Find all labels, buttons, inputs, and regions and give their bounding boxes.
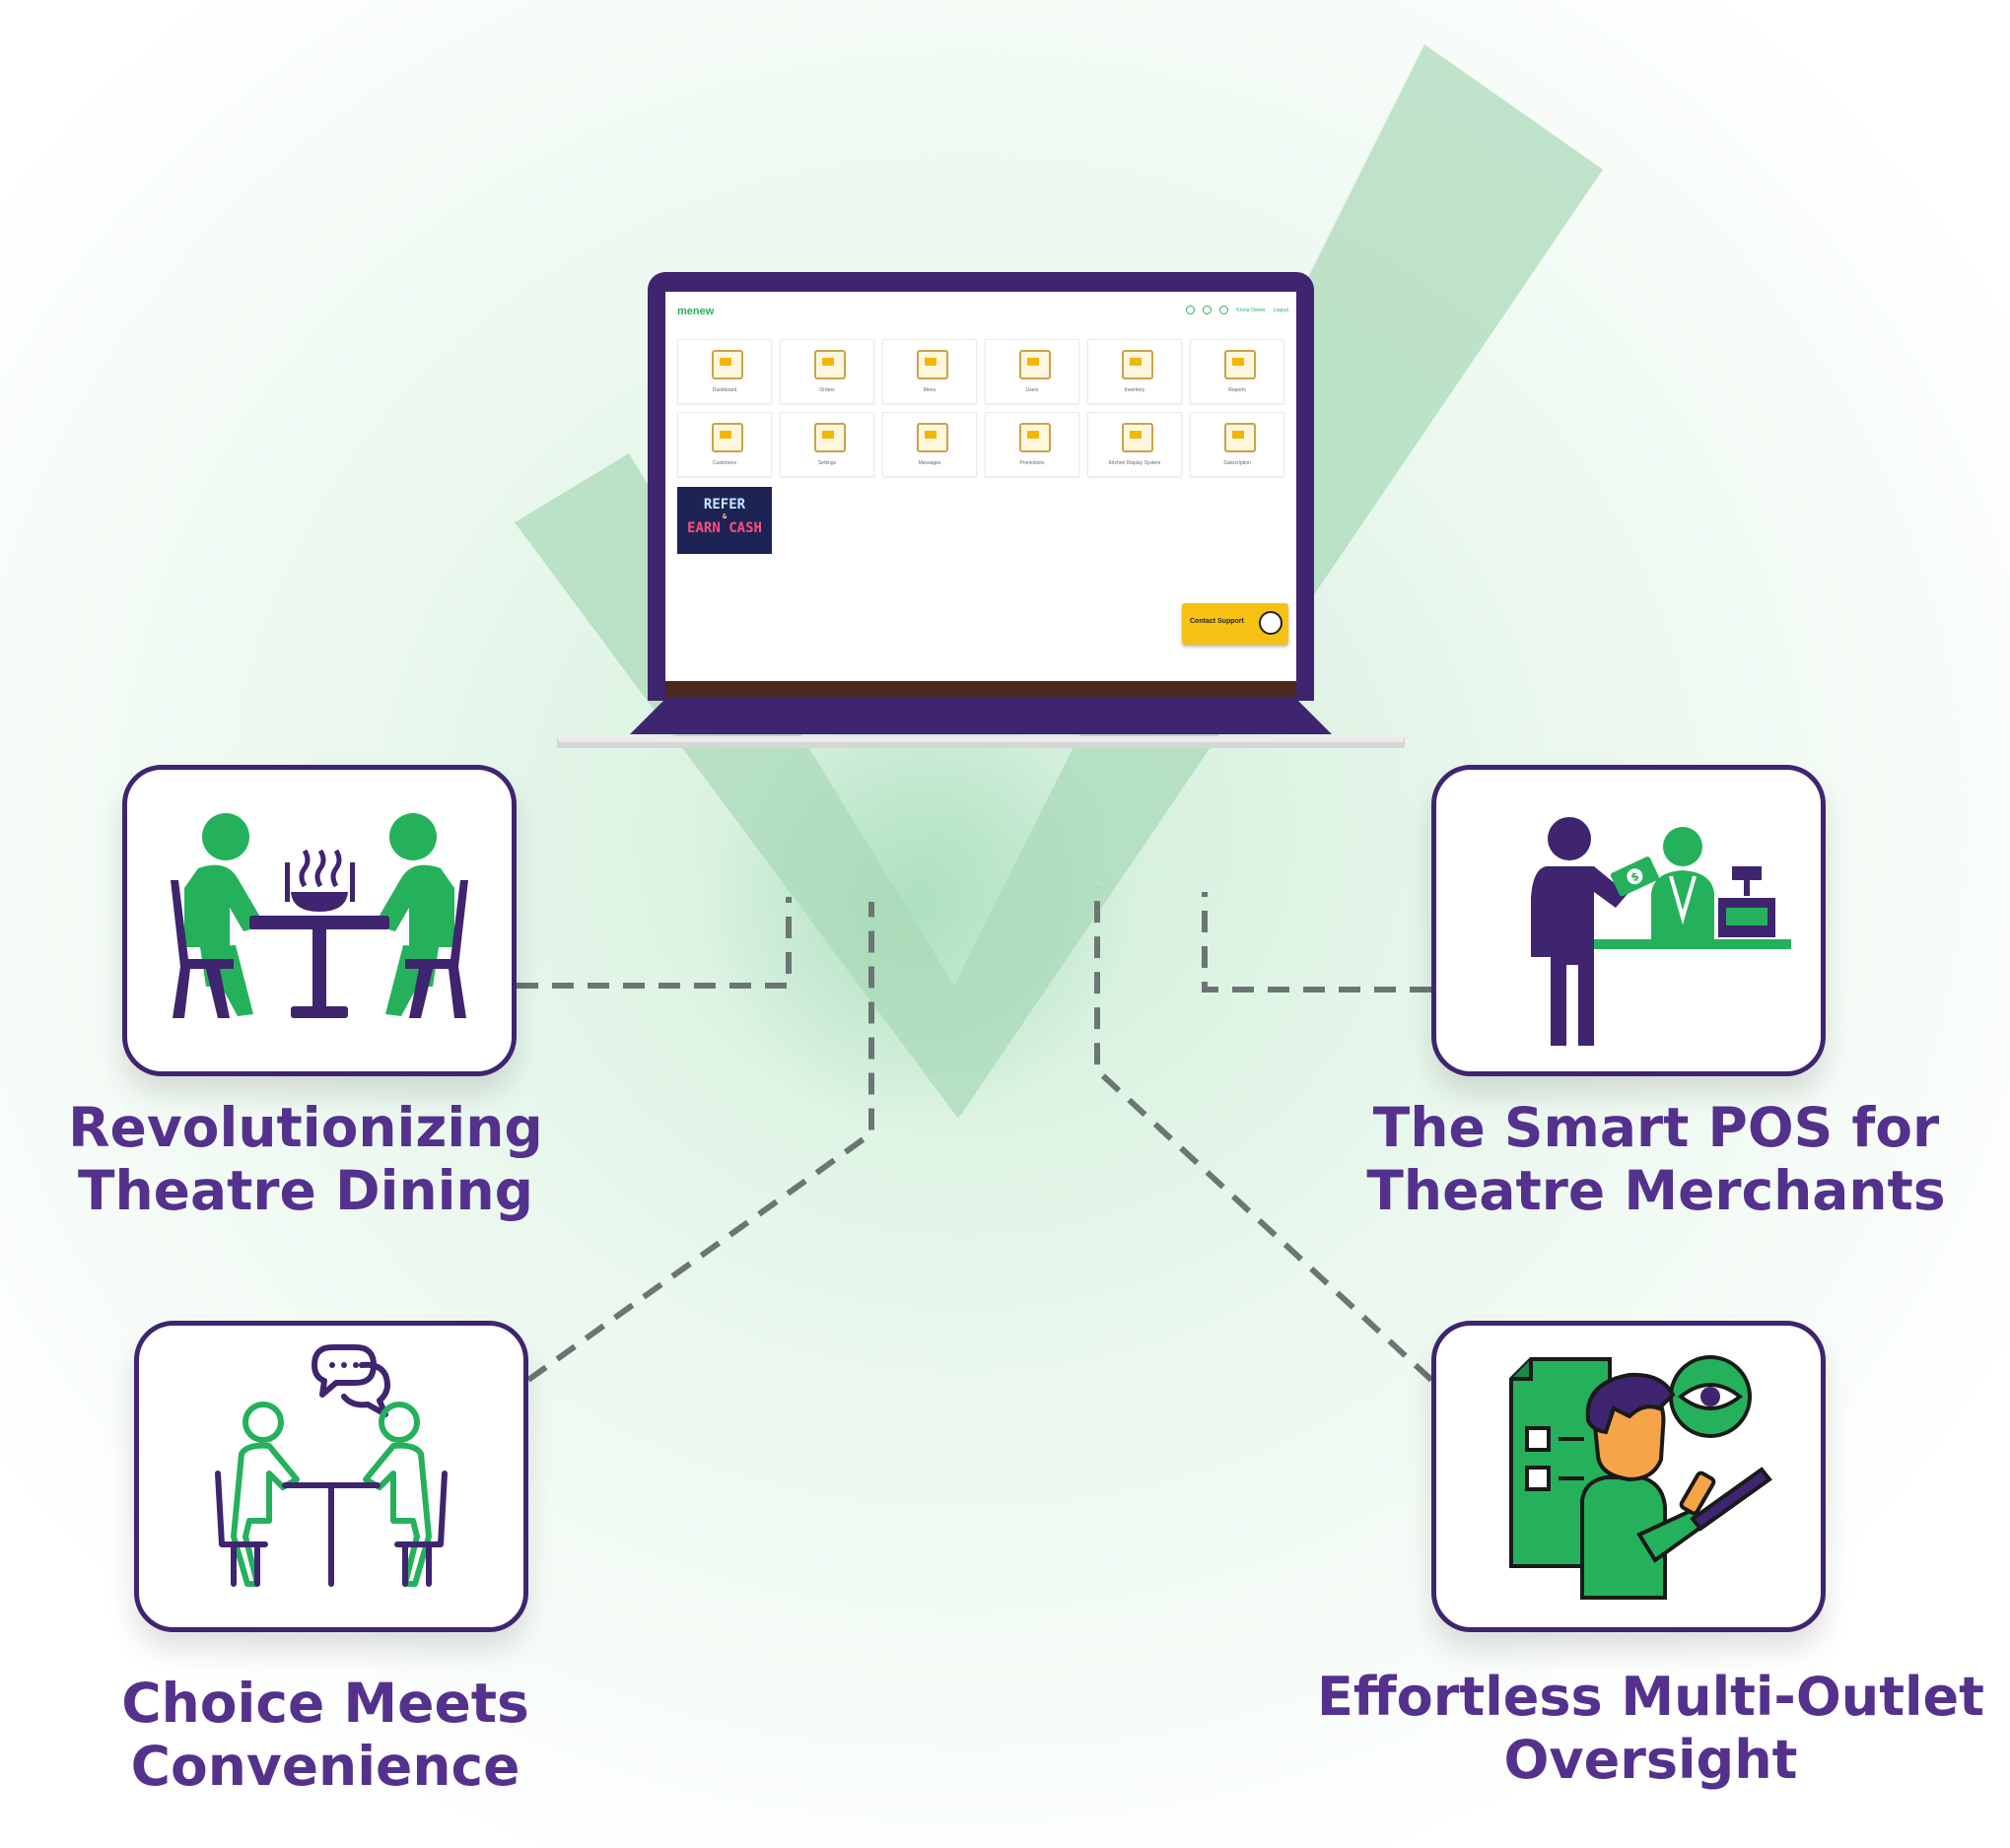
tile-label: Kitchen Display System [1108,460,1161,466]
nav-notification-icon[interactable] [1219,306,1229,314]
messages-icon [917,423,948,452]
subscription-icon [1224,423,1256,452]
settings-icon [814,423,846,452]
conversation-table-icon [215,1344,448,1587]
tile-kitchen-display-system[interactable]: Kitchen Display System [1087,412,1182,477]
app-header: menew Krona Owner Logout [665,292,1296,327]
card-title-oversight: Effortless Multi-Outlet Oversight [1317,1666,1984,1791]
tile-reports[interactable]: Reports [1190,339,1284,404]
cashier-payment-icon: $ [1531,817,1791,1046]
laptop: menew Krona Owner Logout Dashboard Order… [557,272,1405,794]
tile-label: Menu [923,387,936,393]
tile-label: Dashboard [712,387,737,393]
tile-dashboard[interactable]: Dashboard [677,339,772,404]
laptop-base [557,701,1405,748]
kitchen-display-icon [1122,423,1153,452]
nav-user-link[interactable]: Krona Owner [1236,307,1266,313]
tile-settings[interactable]: Settings [780,412,874,477]
tile-inventory[interactable]: Inventory [1087,339,1182,404]
app-logo: menew [677,306,715,317]
card-pos: $ [1431,765,1826,1076]
tile-orders[interactable]: Orders [780,339,874,404]
dashboard-tile-grid: Dashboard Orders Menu Users Inventory Re… [677,339,1284,477]
connector-dining [517,897,792,989]
app-nav: Krona Owner Logout [1186,306,1288,314]
checkmark-shape [515,44,1603,1119]
tile-label: Reports [1228,387,1246,393]
support-agent-icon [1259,611,1282,635]
tile-label: Customers [712,460,737,466]
laptop-screen: menew Krona Owner Logout Dashboard Order… [665,292,1296,696]
card-choice [134,1321,528,1632]
nav-refresh-icon[interactable] [1186,306,1196,314]
connector-pos [1202,892,1431,992]
card-title-dining: Revolutionizing Theatre Dining [68,1096,543,1222]
tile-messages[interactable]: Messages [882,412,977,477]
tile-customers[interactable]: Customers [677,412,772,477]
inventory-icon [1122,350,1153,379]
contact-support-button[interactable]: Contact Support [1182,603,1288,645]
tile-label: Subscription [1223,460,1251,466]
card-dining [122,765,517,1076]
nav-logout-link[interactable]: Logout [1273,307,1288,313]
dining-table-icon [171,813,468,1018]
menu-icon [917,350,948,379]
screen-bottom-bar [665,681,1296,697]
promotions-icon [1019,423,1051,452]
orders-icon [814,350,846,379]
card-title-pos: The Smart POS for Theatre Merchants [1366,1096,1946,1222]
banner-line-1: REFER [703,497,746,513]
tile-label: Inventory [1124,387,1145,393]
monitoring-checklist-icon [1509,1355,1772,1600]
tile-users[interactable]: Users [985,339,1079,404]
card-oversight [1431,1321,1826,1632]
tile-subscription[interactable]: Subscription [1190,412,1284,477]
support-label: Contact Support [1190,618,1244,625]
tile-label: Users [1025,387,1039,393]
tile-menu[interactable]: Menu [882,339,977,404]
refer-earn-banner[interactable]: REFER & EARN CASH [677,487,772,554]
tile-label: Settings [817,460,837,466]
banner-line-2: & [722,513,728,520]
reports-icon [1224,350,1256,379]
tile-label: Messages [918,460,941,466]
banner-line-3: EARN CASH [687,520,762,536]
tile-promotions[interactable]: Promotions [985,412,1079,477]
tile-label: Promotions [1019,460,1045,466]
dashboard-icon [712,350,743,379]
connector-choice [526,902,874,1383]
tile-label: Orders [819,387,835,393]
users-icon [1019,350,1051,379]
nav-home-icon[interactable] [1203,306,1213,314]
connector-oversight [1094,887,1434,1383]
customers-icon [712,423,743,452]
card-title-choice: Choice Meets Convenience [121,1672,529,1798]
